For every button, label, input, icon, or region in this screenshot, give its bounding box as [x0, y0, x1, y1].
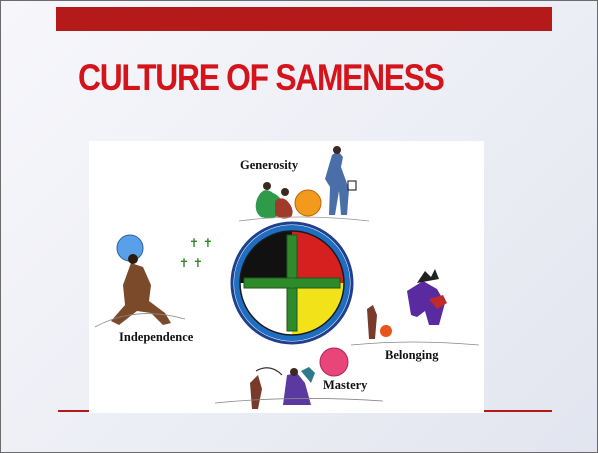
bottom-rule-right: [484, 410, 552, 412]
circle-of-courage-illustration: ✝ ✝ ✝ ✝: [89, 141, 484, 413]
top-accent-bar: [56, 7, 552, 31]
independence-scene: ✝ ✝ ✝ ✝: [94, 234, 213, 328]
svg-text:✝ ✝: ✝ ✝: [189, 236, 213, 250]
slide-title: CULTURE OF SAMENESS: [78, 57, 445, 98]
label-generosity: Generosity: [240, 158, 299, 172]
label-mastery: Mastery: [323, 378, 368, 392]
label-independence: Independence: [119, 330, 194, 344]
medicine-wheel-icon: [230, 221, 354, 345]
mastery-scene: [214, 347, 384, 409]
generosity-scene: [238, 146, 370, 222]
illustration-svg: ✝ ✝ ✝ ✝: [94, 146, 480, 409]
svg-text:✝ ✝: ✝ ✝: [179, 256, 203, 270]
label-belonging: Belonging: [385, 348, 439, 362]
bottom-rule-left: [58, 410, 89, 412]
belonging-scene: [350, 269, 480, 346]
